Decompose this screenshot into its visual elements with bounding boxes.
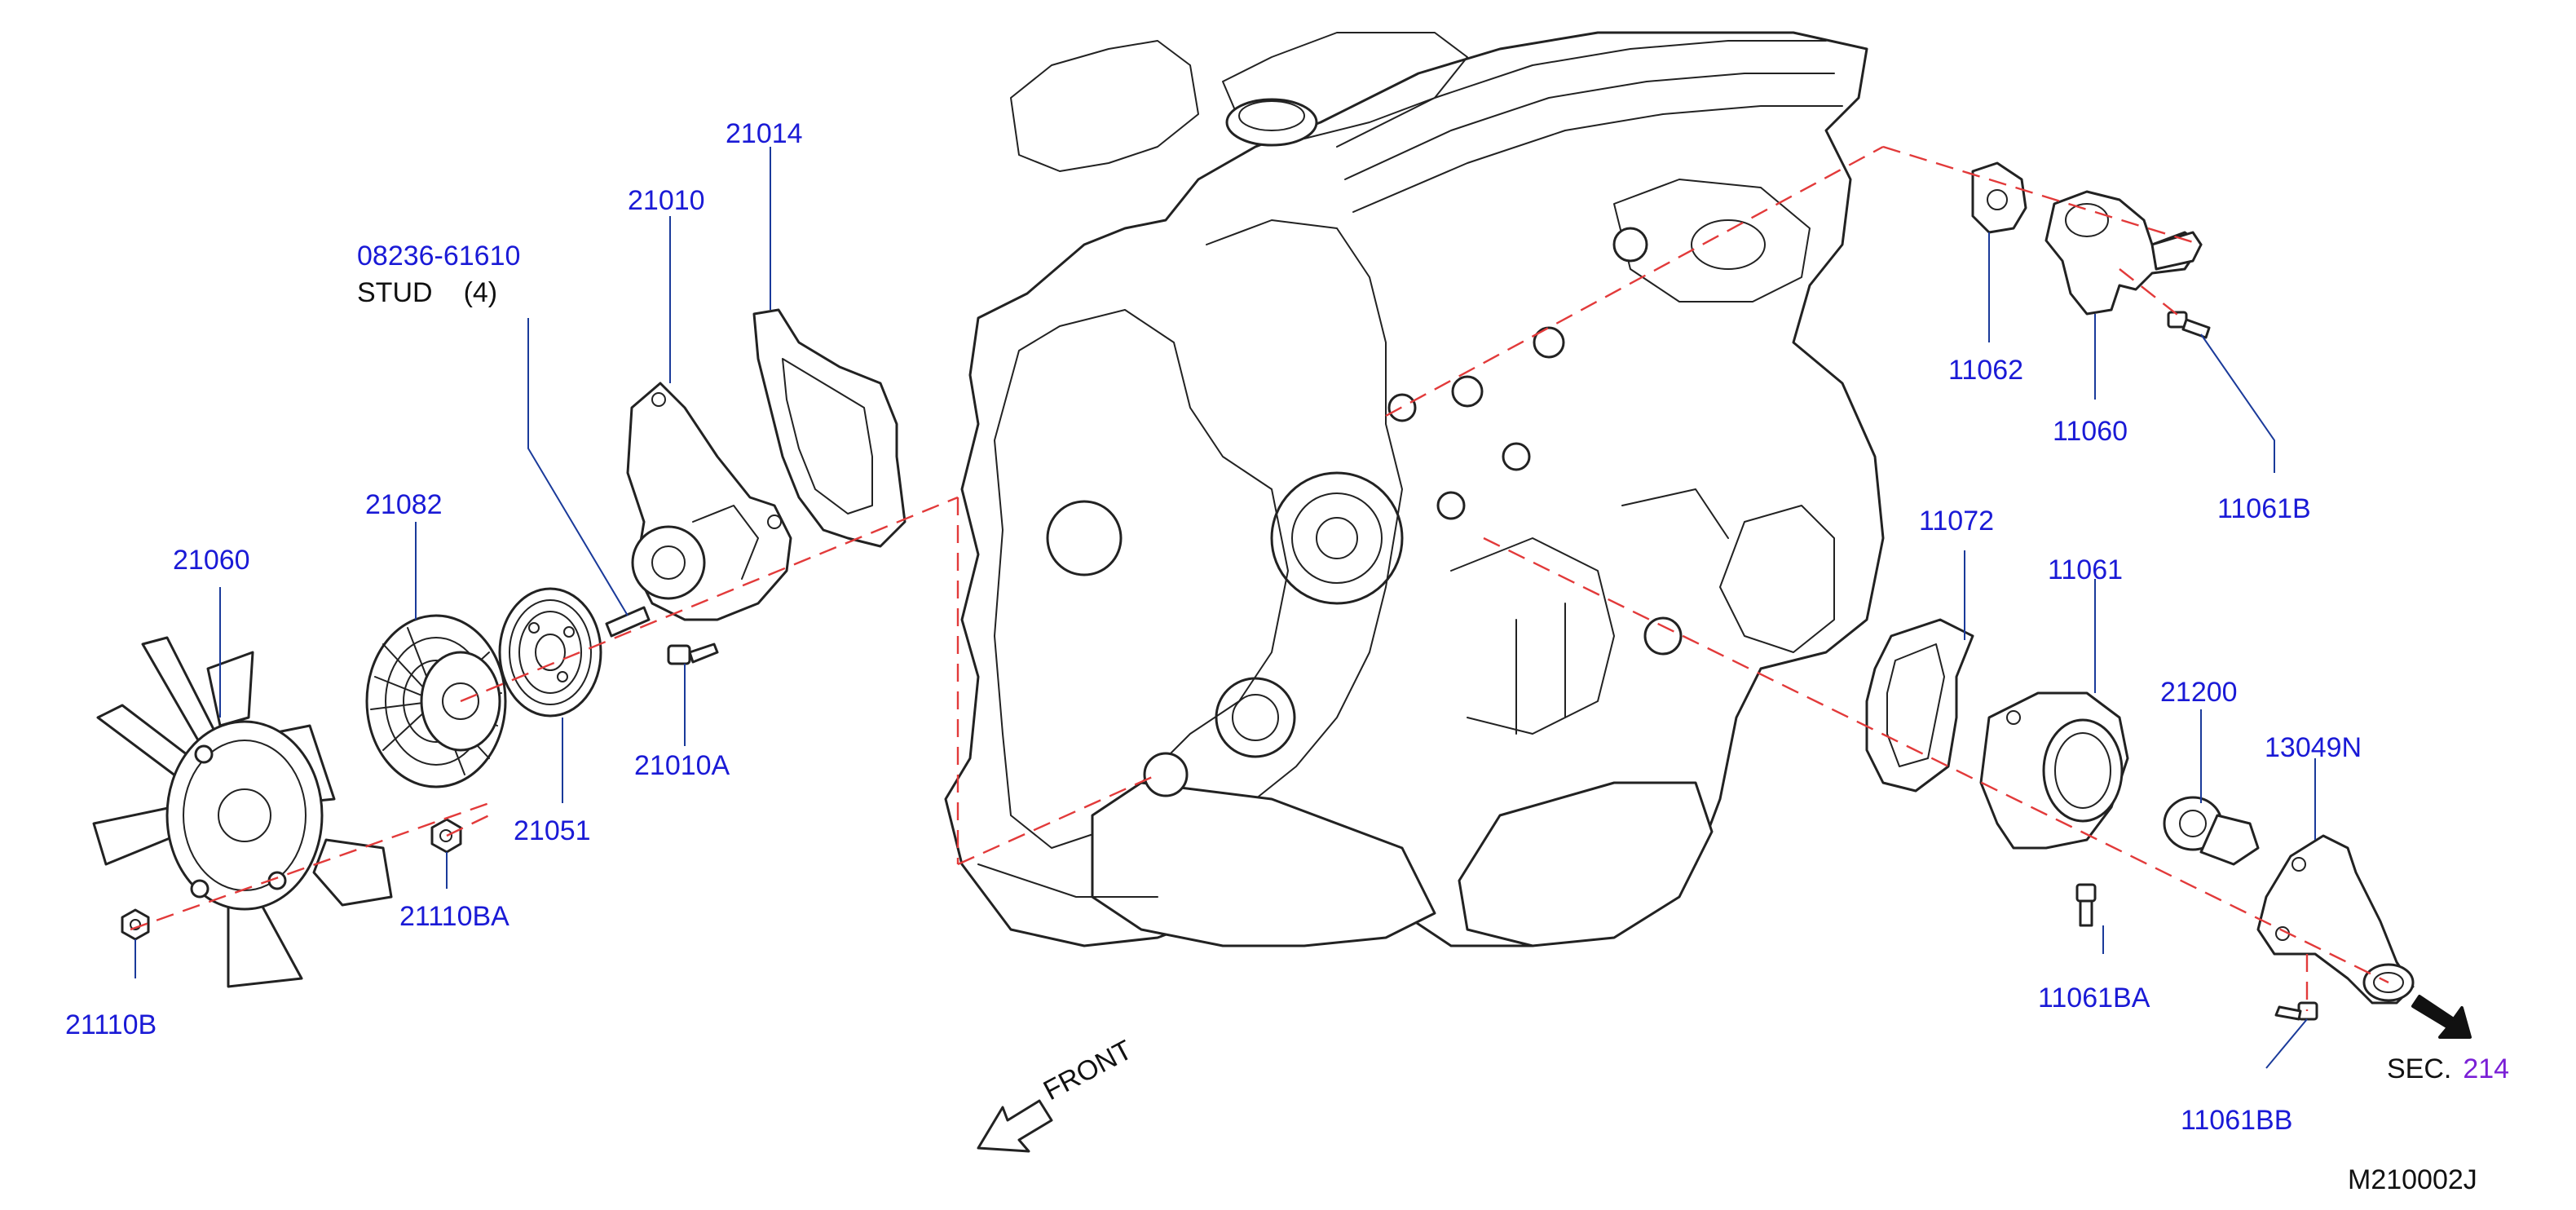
- section-reference: SEC. 214: [2387, 1053, 2509, 1084]
- section-number-link[interactable]: 214: [2463, 1053, 2509, 1084]
- part-label-21200[interactable]: 21200: [2160, 677, 2238, 708]
- part-labels: 21014 21010 08236-61610 STUD (4) 21082 21…: [65, 118, 2509, 1195]
- bolt-11061bb: [2274, 1001, 2318, 1021]
- part-label-11061ba[interactable]: 11061BA: [2038, 983, 2150, 1013]
- water-pump-pulley: [498, 587, 602, 718]
- nut-21110b: [121, 908, 150, 941]
- ref-line-nut: [446, 814, 490, 837]
- ref-line-outlet-right: [1882, 145, 2202, 246]
- part-label-21010a[interactable]: 21010A: [634, 750, 730, 781]
- stud-label: STUD (4): [357, 277, 497, 308]
- gasket-11072: [1865, 618, 1974, 793]
- thermostat-housing-11061: [1979, 691, 2129, 850]
- ref-line-bolt-upper: [2119, 268, 2186, 321]
- stud-bolt: [605, 606, 651, 638]
- cooling-fan: [92, 636, 393, 988]
- part-label-11060[interactable]: 11060: [2053, 416, 2128, 447]
- nut-21110ba: [430, 818, 462, 854]
- front-arrow: FRONT: [977, 1035, 1137, 1153]
- part-label-11061bb[interactable]: 11061BB: [2181, 1105, 2292, 1136]
- stud-label-text: STUD: [357, 277, 433, 308]
- part-label-21060[interactable]: 21060: [173, 545, 250, 576]
- bolt-21010a: [667, 643, 719, 665]
- water-inlet-13049n: [2256, 834, 2415, 1005]
- water-outlet-11060: [2044, 190, 2203, 316]
- figure-id: M210002J: [2348, 1164, 2477, 1195]
- part-label-08236-61610[interactable]: 08236-61610: [357, 241, 520, 272]
- thermostat-21200: [2163, 796, 2260, 866]
- ref-line-thermostat: [1483, 537, 2389, 984]
- part-label-13049n[interactable]: 13049N: [2265, 732, 2362, 763]
- part-label-21051[interactable]: 21051: [514, 815, 591, 846]
- part-label-21014[interactable]: 21014: [726, 118, 803, 149]
- part-label-11061[interactable]: 11061: [2048, 554, 2123, 585]
- part-label-21110ba[interactable]: 21110BA: [399, 901, 509, 932]
- part-label-11061b[interactable]: 11061B: [2217, 493, 2311, 524]
- leader-lines: [135, 147, 2316, 1069]
- gasket-11062: [1971, 161, 2027, 234]
- engine-block: [944, 31, 1885, 947]
- ref-line-bottom-left: [957, 773, 1158, 866]
- part-label-21082[interactable]: 21082: [365, 489, 443, 520]
- section-prefix: SEC.: [2387, 1053, 2451, 1084]
- part-label-11072[interactable]: 11072: [1919, 506, 1994, 537]
- ref-line-outlet: [1385, 145, 1884, 417]
- part-label-21110b[interactable]: 21110B: [65, 1009, 157, 1040]
- bolt-11061ba: [2075, 883, 2097, 927]
- front-arrow-icon: [977, 1099, 1053, 1153]
- ref-line-clutch-pulley: [460, 496, 959, 703]
- ref-line-fan-axis: [130, 802, 490, 931]
- part-label-21010[interactable]: 21010: [628, 185, 705, 216]
- water-pump-gasket: [752, 308, 906, 548]
- water-pump: [626, 382, 792, 621]
- section-arrow-icon: [2411, 995, 2472, 1039]
- section-arrow: [2411, 995, 2472, 1039]
- fan-clutch: [365, 614, 507, 788]
- bolt-11061b: [2167, 311, 2211, 339]
- stud-qty-text: (4): [464, 277, 498, 308]
- front-label: FRONT: [1039, 1035, 1137, 1107]
- reference-lines: [130, 145, 2389, 1011]
- part-label-11062[interactable]: 11062: [1948, 355, 2023, 386]
